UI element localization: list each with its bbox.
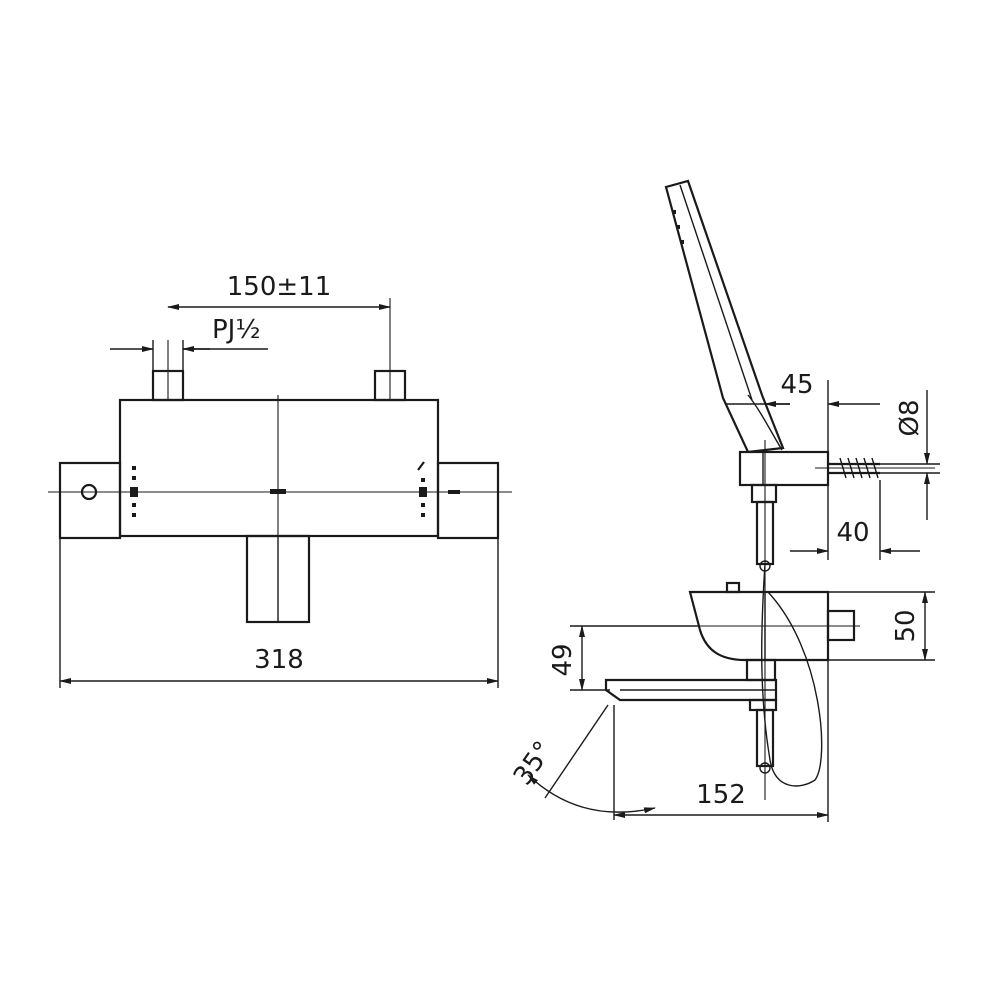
spout-joint [745,658,777,682]
dim-hose-diameter: Ø8 [895,399,925,436]
dim-inlet-spacing: 150±11 [227,272,332,302]
left-handle-button [80,483,98,501]
front-view: 150±11 PJ½ 318 [48,272,512,688]
dim-inlet-thread: PJ½ [212,315,261,345]
holder-neck [750,483,778,504]
dim-spout-height: 49 [548,643,578,676]
shower-holder [738,450,830,487]
shower-hose [761,563,823,787]
dim-overall-width: 318 [254,645,304,675]
mixer-body-side [688,590,830,662]
side-view: 45 Ø8 40 50 49 35° 152 [508,179,940,822]
dim-body-height: 50 [891,609,921,642]
left-handle [58,461,122,540]
dim-wall-to-holder: 40 [836,518,869,548]
dim-spout-angle: 35° [508,736,559,791]
right-handle [436,461,500,540]
dim-spout-projection: 152 [696,780,746,810]
top-knob [725,581,741,594]
dim-wall-to-hose-outlet: 45 [780,370,813,400]
mixer-body [118,398,440,538]
